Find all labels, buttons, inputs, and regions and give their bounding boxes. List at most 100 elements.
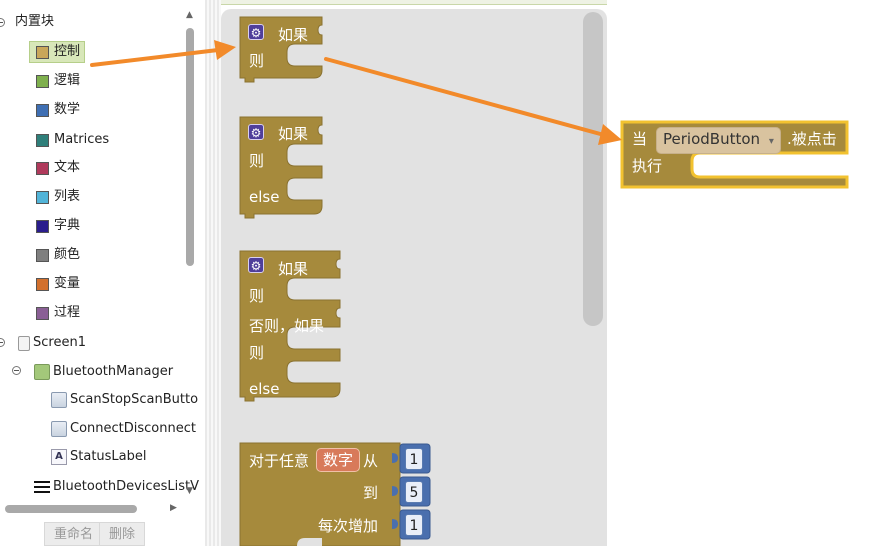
scroll-down-icon[interactable]: ▼ — [186, 486, 193, 496]
event-when-label: 当 — [632, 130, 648, 148]
category-swatch-icon — [36, 133, 49, 147]
tree-item-category-2[interactable]: 数学 — [36, 100, 80, 120]
category-swatch-icon — [36, 190, 49, 204]
category-label: 列表 — [54, 189, 81, 204]
tree-item-category-9[interactable]: 过程 — [36, 303, 80, 323]
mutator-gear-icon[interactable]: ⚙ — [248, 257, 264, 273]
tree-item-category-7[interactable]: 颜色 — [36, 245, 80, 265]
category-label: 逻辑 — [54, 73, 81, 88]
tree-item-category-1[interactable]: 逻辑 — [36, 71, 80, 91]
component-dropdown-value: PeriodButton — [663, 130, 761, 148]
category-swatch-icon — [36, 45, 49, 59]
component-label: ConnectDisconnect — [70, 421, 196, 436]
category-swatch-icon — [36, 103, 49, 117]
if1-then-label: 则 — [249, 52, 265, 70]
plug-tab-from — [392, 453, 398, 463]
screen-label: Screen1 — [33, 335, 86, 350]
if3-elseif-label: 否则，如果 — [249, 317, 325, 335]
for-from-label: 从 — [363, 452, 379, 470]
category-swatch-icon — [36, 248, 49, 262]
scroll-right-icon[interactable]: ▶ — [170, 503, 177, 513]
collapse-bluetoothmanager-icon[interactable] — [12, 366, 21, 375]
to-number-field[interactable]: 5 — [405, 481, 423, 503]
bluetoothmanager-label: BluetoothManager — [53, 364, 174, 379]
category-swatch-icon — [36, 161, 49, 175]
bluetooth-manager-icon — [34, 364, 50, 380]
tree-item-devices-list[interactable]: BluetoothDevicesListV — [34, 477, 199, 497]
dropdown-arrow-icon: ▾ — [768, 136, 774, 147]
collapse-screen-icon[interactable] — [0, 338, 5, 347]
for-range-block-shape[interactable] — [239, 442, 401, 546]
tree-item-component-1[interactable]: ConnectDisconnect — [51, 419, 196, 439]
if-else-block-shape[interactable] — [239, 116, 323, 219]
category-swatch-icon — [36, 74, 49, 88]
mutator-gear-icon[interactable]: ⚙ — [248, 124, 264, 140]
builtin-label: 内置块 — [15, 14, 55, 29]
devices-list-label: BluetoothDevicesListV — [53, 479, 199, 494]
category-swatch-icon — [36, 306, 49, 320]
category-label: 字典 — [54, 218, 81, 233]
if2-then-label: 则 — [249, 152, 265, 170]
tree-horizontal-scrollbar[interactable] — [5, 505, 137, 513]
tree-item-category-3[interactable]: Matrices — [36, 130, 109, 150]
for-variable-field[interactable]: 数字 — [316, 448, 361, 472]
plug-tab-step — [392, 519, 398, 529]
category-label: 过程 — [54, 305, 81, 320]
scroll-up-icon[interactable]: ▲ — [186, 10, 193, 20]
if3-else-label: else — [249, 380, 280, 398]
event-do-label: 执行 — [632, 157, 663, 175]
tree-vertical-scrollbar[interactable] — [186, 28, 194, 266]
label-component-icon: A — [51, 449, 67, 465]
tree-item-builtin[interactable]: 内置块 — [15, 12, 54, 32]
step-number-field[interactable]: 1 — [405, 514, 423, 536]
collapse-builtin-icon[interactable] — [0, 18, 5, 27]
if3-then-label: 则 — [249, 287, 265, 305]
category-label: 数学 — [54, 102, 81, 117]
tree-item-category-4[interactable]: 文本 — [36, 158, 80, 178]
for-label: 对于任意 — [249, 452, 310, 470]
button-component-icon — [51, 421, 67, 437]
tree-item-component-0[interactable]: ScanStopScanButto — [51, 390, 198, 410]
if3-if-label: 如果 — [278, 260, 309, 278]
screen-icon — [18, 335, 30, 351]
for-step-label: 每次增加 — [318, 517, 379, 535]
category-label: 文本 — [54, 160, 81, 175]
for-to-label: 到 — [363, 484, 379, 502]
tree-item-category-0[interactable]: 控制 — [29, 41, 86, 63]
component-label: StatusLabel — [70, 449, 147, 464]
flyout-scrollbar[interactable] — [583, 12, 603, 326]
listview-icon — [34, 480, 50, 494]
event-name-label: .被点击 — [787, 130, 837, 148]
plug-tab-to — [392, 486, 398, 496]
tree-item-category-5[interactable]: 列表 — [36, 187, 80, 207]
tree-item-screen1[interactable]: Screen1 — [18, 333, 86, 353]
if2-else-label: else — [249, 188, 280, 206]
category-label: 变量 — [54, 276, 81, 291]
if2-if-label: 如果 — [278, 125, 309, 143]
category-swatch-icon — [36, 277, 49, 291]
category-label: 控制 — [54, 44, 81, 59]
arrow-to-event-block — [324, 57, 606, 137]
category-label: 颜色 — [54, 247, 81, 262]
tree-item-category-8[interactable]: 变量 — [36, 274, 80, 294]
tree-item-category-6[interactable]: 字典 — [36, 216, 80, 236]
blocks-tree-panel: 内置块 控制逻辑数学 Matrices 文本列表字典颜色变量过程 Screen1 B… — [0, 0, 205, 546]
if1-if-label: 如果 — [278, 26, 309, 44]
blocks-workspace[interactable] — [607, 0, 894, 546]
panel-divider[interactable] — [205, 0, 221, 546]
from-number-field[interactable]: 1 — [405, 448, 423, 470]
if-elseif-else-block-shape[interactable] — [239, 250, 341, 402]
annotation-arrows — [90, 40, 622, 145]
top-border — [221, 0, 894, 5]
arrowhead-event-block-icon — [598, 124, 622, 145]
if3-then2-label: 则 — [249, 344, 265, 362]
arrow-to-if-block — [90, 48, 220, 67]
tree-item-bluetoothmanager[interactable]: BluetoothManager — [34, 362, 173, 382]
delete-button[interactable]: 删除 — [99, 522, 146, 546]
component-label: ScanStopScanButto — [70, 392, 199, 407]
category-label: Matrices — [54, 132, 110, 147]
mutator-gear-icon[interactable]: ⚙ — [248, 24, 264, 40]
component-dropdown[interactable]: PeriodButton ▾ — [656, 127, 781, 154]
